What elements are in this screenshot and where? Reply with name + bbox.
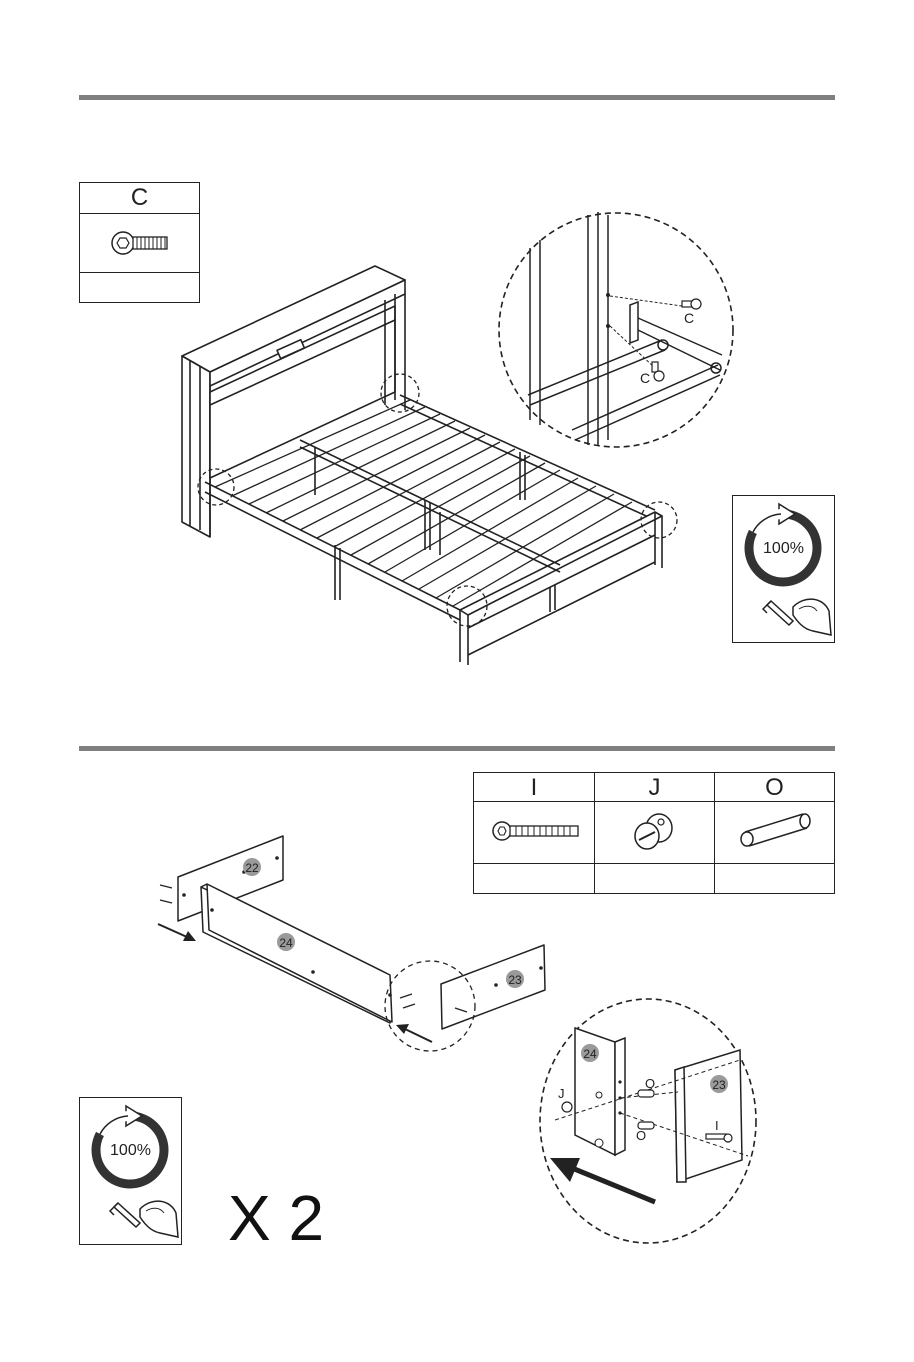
part-o-label: O <box>715 773 834 802</box>
lower-detail-view: 24 23 O O J I <box>540 999 756 1243</box>
detail-badge-23: 23 <box>712 1078 726 1092</box>
part-o-image <box>715 802 834 864</box>
detail-label-c-top: C <box>684 310 694 326</box>
detail-label-c-bottom: C <box>640 370 650 386</box>
badge-22: 22 <box>245 861 259 875</box>
allen-key-hand-icon <box>80 1193 180 1243</box>
part-j-quantity <box>595 864 715 893</box>
cam-lock-icon <box>595 802 713 862</box>
hex-bolt-icon <box>682 299 701 309</box>
part-j-image <box>595 802 715 864</box>
detail-label-o-bottom: O <box>636 1128 646 1143</box>
allen-key-hand-icon <box>733 591 833 641</box>
dowel-icon <box>715 802 833 862</box>
dowel-icon <box>638 1090 654 1097</box>
part-o-quantity <box>715 864 834 893</box>
repeat-count: X 2 <box>228 1183 324 1253</box>
tool-tighten-box-lower: 100% <box>79 1097 182 1245</box>
cam-lock-icon <box>562 1102 572 1112</box>
detail-badge-24: 24 <box>583 1047 597 1061</box>
tool-tighten-box-upper: 100% <box>732 495 835 643</box>
arrow-left-in <box>158 924 196 941</box>
hex-bolt-icon <box>474 802 594 862</box>
detail-label-j: J <box>558 1086 565 1101</box>
badge-23: 23 <box>508 973 522 987</box>
arrow-right-in <box>396 1024 432 1042</box>
part-i-label: I <box>474 773 595 802</box>
badge-24: 24 <box>279 936 293 950</box>
part-j-label: J <box>595 773 715 802</box>
upper-detail-view: C C <box>499 212 733 447</box>
end-panel-23 <box>441 945 545 1029</box>
parts-table: I J O <box>473 772 835 894</box>
part-i-quantity <box>474 864 595 893</box>
long-rail-24 <box>207 884 392 1022</box>
part-i-image <box>474 802 595 864</box>
detail-label-o-top: O <box>645 1076 655 1091</box>
torque-percent-lower: 100% <box>80 1142 181 1160</box>
torque-percent-upper: 100% <box>733 540 834 558</box>
detail-label-i: I <box>715 1118 719 1133</box>
